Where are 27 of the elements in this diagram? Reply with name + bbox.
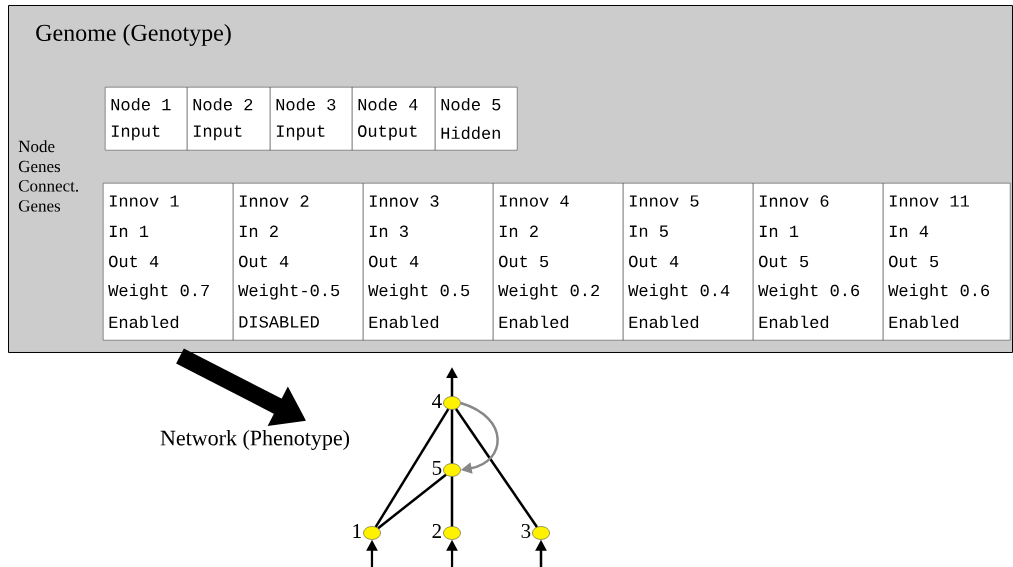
arrow xyxy=(460,401,499,474)
gene-cell: Node 3 Input xyxy=(270,87,353,151)
gene-cell: Innov 2 In 2 Out 4 Weight-0.5 DISABLED xyxy=(233,183,364,341)
node-number: 2 xyxy=(432,524,441,538)
gene-cell: Node 4 Output xyxy=(352,87,436,151)
node-number: 4 xyxy=(432,394,442,408)
node-number: 1 xyxy=(353,524,361,538)
row-label: Connect. Genes xyxy=(18,180,78,212)
gene-cell: Node 1 Input xyxy=(105,87,188,151)
gene-cell: Node 5 Hidden xyxy=(435,87,518,151)
node-number: 5 xyxy=(432,461,442,475)
gene-cell: Innov 1 In 1 Out 4 Weight 0.7 Enabled xyxy=(103,183,234,341)
connection-line xyxy=(450,409,454,464)
gene-cell: Innov 6 In 1 Out 5 Weight 0.6 Enabled xyxy=(753,183,884,341)
network-heading: Network (Phenotype) xyxy=(160,430,350,450)
connection-line xyxy=(455,408,538,528)
connection-line xyxy=(374,408,450,528)
gene-cell: Innov 5 In 5 Out 4 Weight 0.4 Enabled xyxy=(623,183,754,341)
gene-cell: Innov 4 In 2 Out 5 Weight 0.2 Enabled xyxy=(493,183,624,341)
gene-cell: Innov 11 In 4 Out 5 Weight 0.6 Enabled xyxy=(883,183,1011,341)
connection-line xyxy=(377,473,447,530)
panel-title: Genome (Genotype) xyxy=(36,24,231,46)
gene-cell: Innov 3 In 3 Out 4 Weight 0.5 Enabled xyxy=(363,183,494,341)
node-number: 3 xyxy=(521,523,531,539)
row-label: Node Genes xyxy=(18,140,61,173)
gene-cell: Node 2 Input xyxy=(187,87,271,151)
connection-line xyxy=(450,476,454,527)
